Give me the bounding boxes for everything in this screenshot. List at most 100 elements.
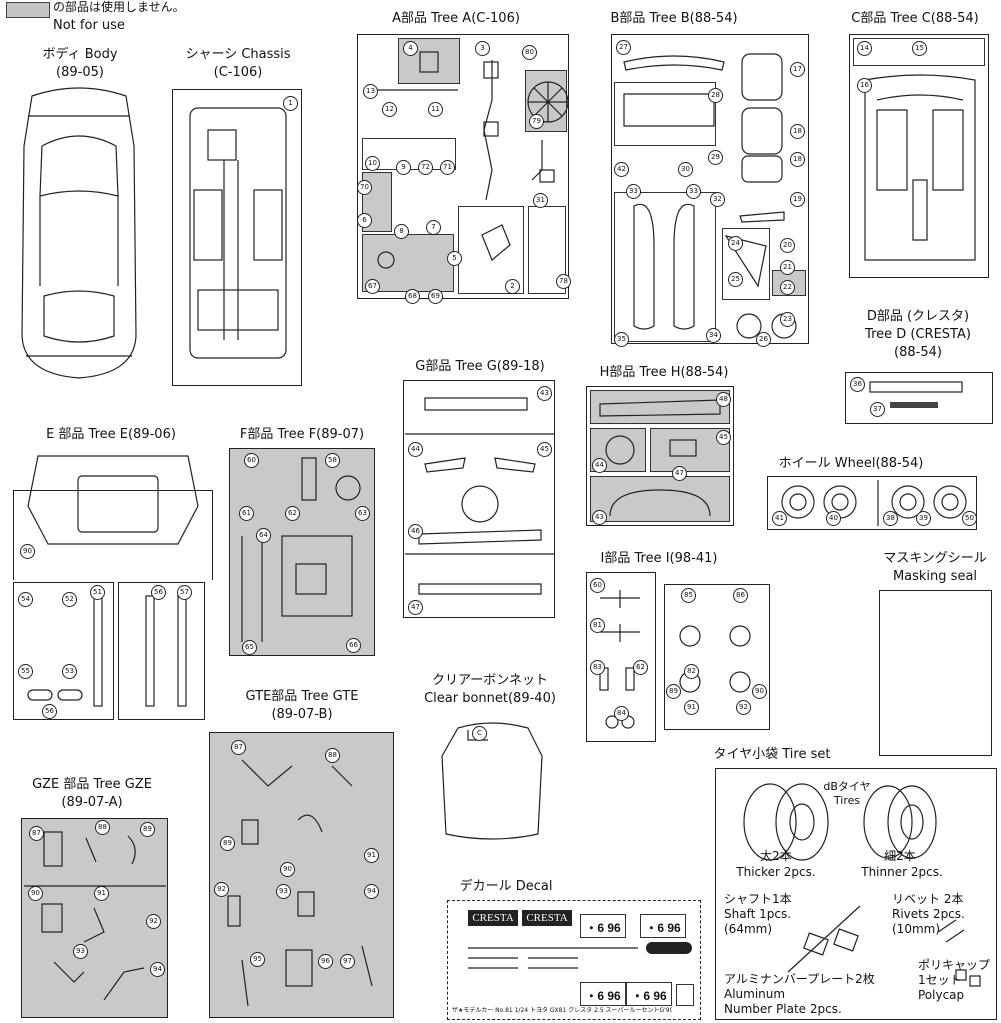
gte-num-93: 93 <box>276 884 291 899</box>
tree-f-title: F部品 Tree F(89-07) <box>239 427 365 442</box>
gze-num-90: 90 <box>28 886 43 901</box>
tree-a-num-11: 11 <box>428 102 443 117</box>
gze-num-91: 91 <box>94 886 109 901</box>
tree-i-num-86: 86 <box>733 588 748 603</box>
tire-set-bag <box>715 768 997 1020</box>
tree-i-num-60: 60 <box>590 578 605 593</box>
tree-e-num-56b: 56 <box>42 704 57 719</box>
tree-i-num-92: 92 <box>736 700 751 715</box>
tree-e-lower-drawing <box>27 595 187 707</box>
gze-num-93: 93 <box>73 944 88 959</box>
number-plate-label-en-2: Number Plate 2pcs. <box>724 1002 842 1016</box>
gte-num-90: 90 <box>280 862 295 877</box>
tree-b-num-24: 24 <box>728 236 743 251</box>
tree-i-title: I部品 Tree I(98-41) <box>600 551 718 566</box>
bonnet-title-en: Clear bonnet(89-40) <box>424 691 556 706</box>
tree-i-num-90: 90 <box>752 684 767 699</box>
legend-english: Not for use <box>53 18 125 33</box>
tree-g-num-43: 43 <box>537 386 552 401</box>
chassis-code: (C-106) <box>213 65 263 80</box>
gze-title-2: (89-07-A) <box>61 795 123 810</box>
tree-e-sprue-lower-right <box>118 582 205 720</box>
tree-h-num-44: 44 <box>592 458 607 473</box>
tree-d-title-3: (88-54) <box>894 345 942 360</box>
decal-cresta-logo-1: CRESTA <box>468 910 518 926</box>
tree-a-drawing <box>376 51 569 269</box>
tree-d-title-2: Tree D (CRESTA) <box>865 327 971 342</box>
masking-title-jp: マスキングシール <box>883 551 987 566</box>
tree-b-num-35: 35 <box>614 332 629 347</box>
body-drawing <box>21 87 137 379</box>
tire-set-title: タイヤ小袋 Tire set <box>713 747 831 762</box>
tree-h-title: H部品 Tree H(88-54) <box>599 365 729 380</box>
gte-num-91: 91 <box>364 848 379 863</box>
clear-bonnet-drawing <box>441 722 543 840</box>
tree-c-num-16: 16 <box>857 78 872 93</box>
tree-a-num-2: 2 <box>505 279 520 294</box>
tree-b-num-25: 25 <box>728 272 743 287</box>
tree-b-num-33b: 33 <box>686 184 701 199</box>
wheel-num-50: 50 <box>962 511 977 526</box>
thick-tires-en: Thicker 2pcs. <box>736 865 816 879</box>
tree-b-num-30: 30 <box>678 162 693 177</box>
gte-num-97: 97 <box>340 954 355 969</box>
not-for-use-swatch <box>6 2 50 18</box>
gze-num-87: 87 <box>29 826 44 841</box>
tree-a-num-70: 70 <box>357 180 372 195</box>
wheel-drawing <box>781 480 967 526</box>
decal-footer-text: ザ★モデルカー No.81 1/24 トヨタ GX81 クレスタ 2.5 スーパ… <box>452 1007 672 1014</box>
gze-drawing <box>24 831 166 1001</box>
rivet-label-jp: リベット 2本 <box>892 892 964 906</box>
decal-title: デカール Decal <box>459 879 553 894</box>
tires-label-jp: dBタイヤ <box>823 780 871 793</box>
tree-a-num-9: 9 <box>396 160 411 175</box>
tree-i-num-81: 81 <box>590 618 605 633</box>
chassis-title: シャーシ Chassis <box>185 47 291 62</box>
tree-a-num-10: 10 <box>365 156 380 171</box>
tree-c-num-15: 15 <box>912 41 927 56</box>
tree-e-num-53: 53 <box>62 664 77 679</box>
thin-tires-en: Thinner 2pcs. <box>861 865 943 879</box>
tree-f-num-58: 58 <box>325 453 340 468</box>
gte-title-1: GTE部品 Tree GTE <box>245 689 359 704</box>
gze-title-1: GZE 部品 Tree GZE <box>32 777 152 792</box>
tree-g-drawing <box>405 397 555 595</box>
gte-num-87: 87 <box>231 740 246 755</box>
decal-aoshima-logo <box>676 984 694 1006</box>
gze-num-92: 92 <box>146 914 161 929</box>
tree-a-num-4: 4 <box>403 41 418 56</box>
tree-f-num-65: 65 <box>242 640 257 655</box>
decal-cresta-logo-2: CRESTA <box>522 910 572 926</box>
gte-num-95: 95 <box>250 952 265 967</box>
polycap-label-en: Polycap <box>918 988 965 1002</box>
gze-num-94: 94 <box>150 962 165 977</box>
tree-i-num-91: 91 <box>684 700 699 715</box>
gte-sprue <box>209 732 394 1018</box>
polycap-label-jp: ポリキャップ <box>918 958 991 972</box>
bonnet-title-jp: クリアーボンネット <box>432 673 548 688</box>
masking-seal-sheet <box>879 590 992 756</box>
tree-a-num-12: 12 <box>382 102 397 117</box>
tree-a-num-69: 69 <box>428 289 443 304</box>
tree-f-num-62: 62 <box>285 506 300 521</box>
tree-d-drawing <box>869 381 963 408</box>
chassis-part-number: 1 <box>283 96 298 111</box>
bonnet-part-label: C <box>472 726 487 741</box>
tree-i-num-89: 89 <box>666 684 681 699</box>
gze-sprue <box>21 818 168 1018</box>
tree-e-num-52: 52 <box>62 592 77 607</box>
rivet-length: (10mm) <box>892 922 941 936</box>
tires-label-en: Tires <box>833 794 861 807</box>
tree-a-num-79: 79 <box>529 114 544 129</box>
wheel-num-40: 40 <box>826 511 841 526</box>
gte-drawing <box>227 759 373 1007</box>
tree-f-drawing <box>241 457 361 642</box>
tree-a-title: A部品 Tree A(C-106) <box>392 11 520 26</box>
legend-japanese: の部品は使用しません。 <box>53 0 185 14</box>
shaft-label-jp: シャフト1本 <box>724 892 792 906</box>
tree-i-num-85: 85 <box>681 588 696 603</box>
body-code: (89-05) <box>56 65 104 80</box>
tree-h-num-43: 43 <box>592 510 607 525</box>
thin-tires-jp: 細2本 <box>884 849 916 863</box>
tree-a-num-8: 8 <box>394 224 409 239</box>
